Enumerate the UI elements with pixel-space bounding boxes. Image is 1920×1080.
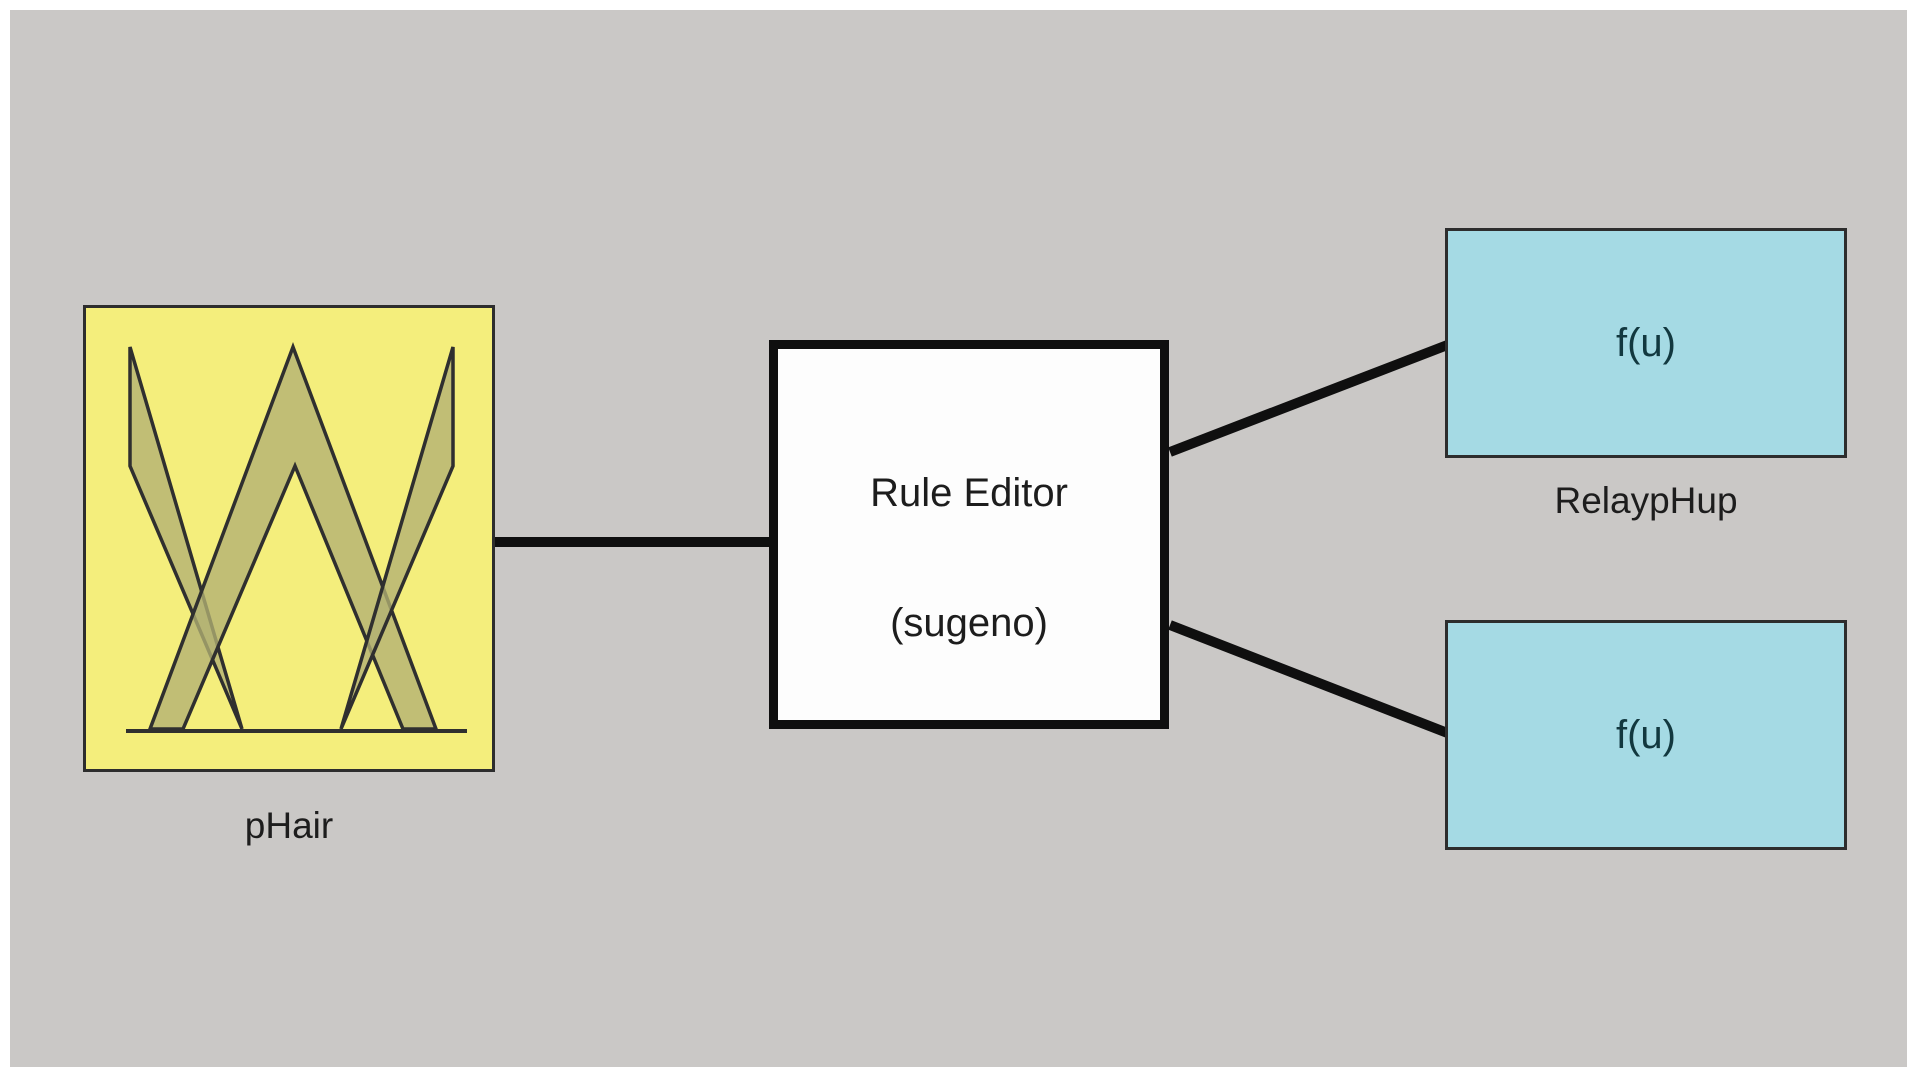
membership-functions-icon [126, 342, 467, 733]
rule-editor-title: Rule Editor [870, 471, 1068, 515]
connector-rule-to-output-1 [1168, 339, 1452, 457]
output-function-text-2: f(u) [1616, 712, 1676, 757]
input-variable-block[interactable] [83, 305, 495, 772]
input-variable-label: pHair [244, 805, 334, 846]
output-block-2[interactable]: f(u) [1445, 620, 1847, 850]
fis-diagram-canvas: pHair Rule Editor (sugeno) f(u) RelaypHu… [10, 10, 1907, 1067]
rule-editor-block[interactable]: Rule Editor (sugeno) [769, 340, 1169, 729]
connector-lines [493, 339, 1452, 739]
output-function-text-1: f(u) [1616, 320, 1676, 365]
rule-editor-method: (sugeno) [890, 601, 1048, 645]
output-block-1-label: RelaypHup [1554, 480, 1738, 521]
output-block-1[interactable]: f(u) [1445, 228, 1847, 458]
connector-rule-to-output-2 [1168, 620, 1452, 739]
